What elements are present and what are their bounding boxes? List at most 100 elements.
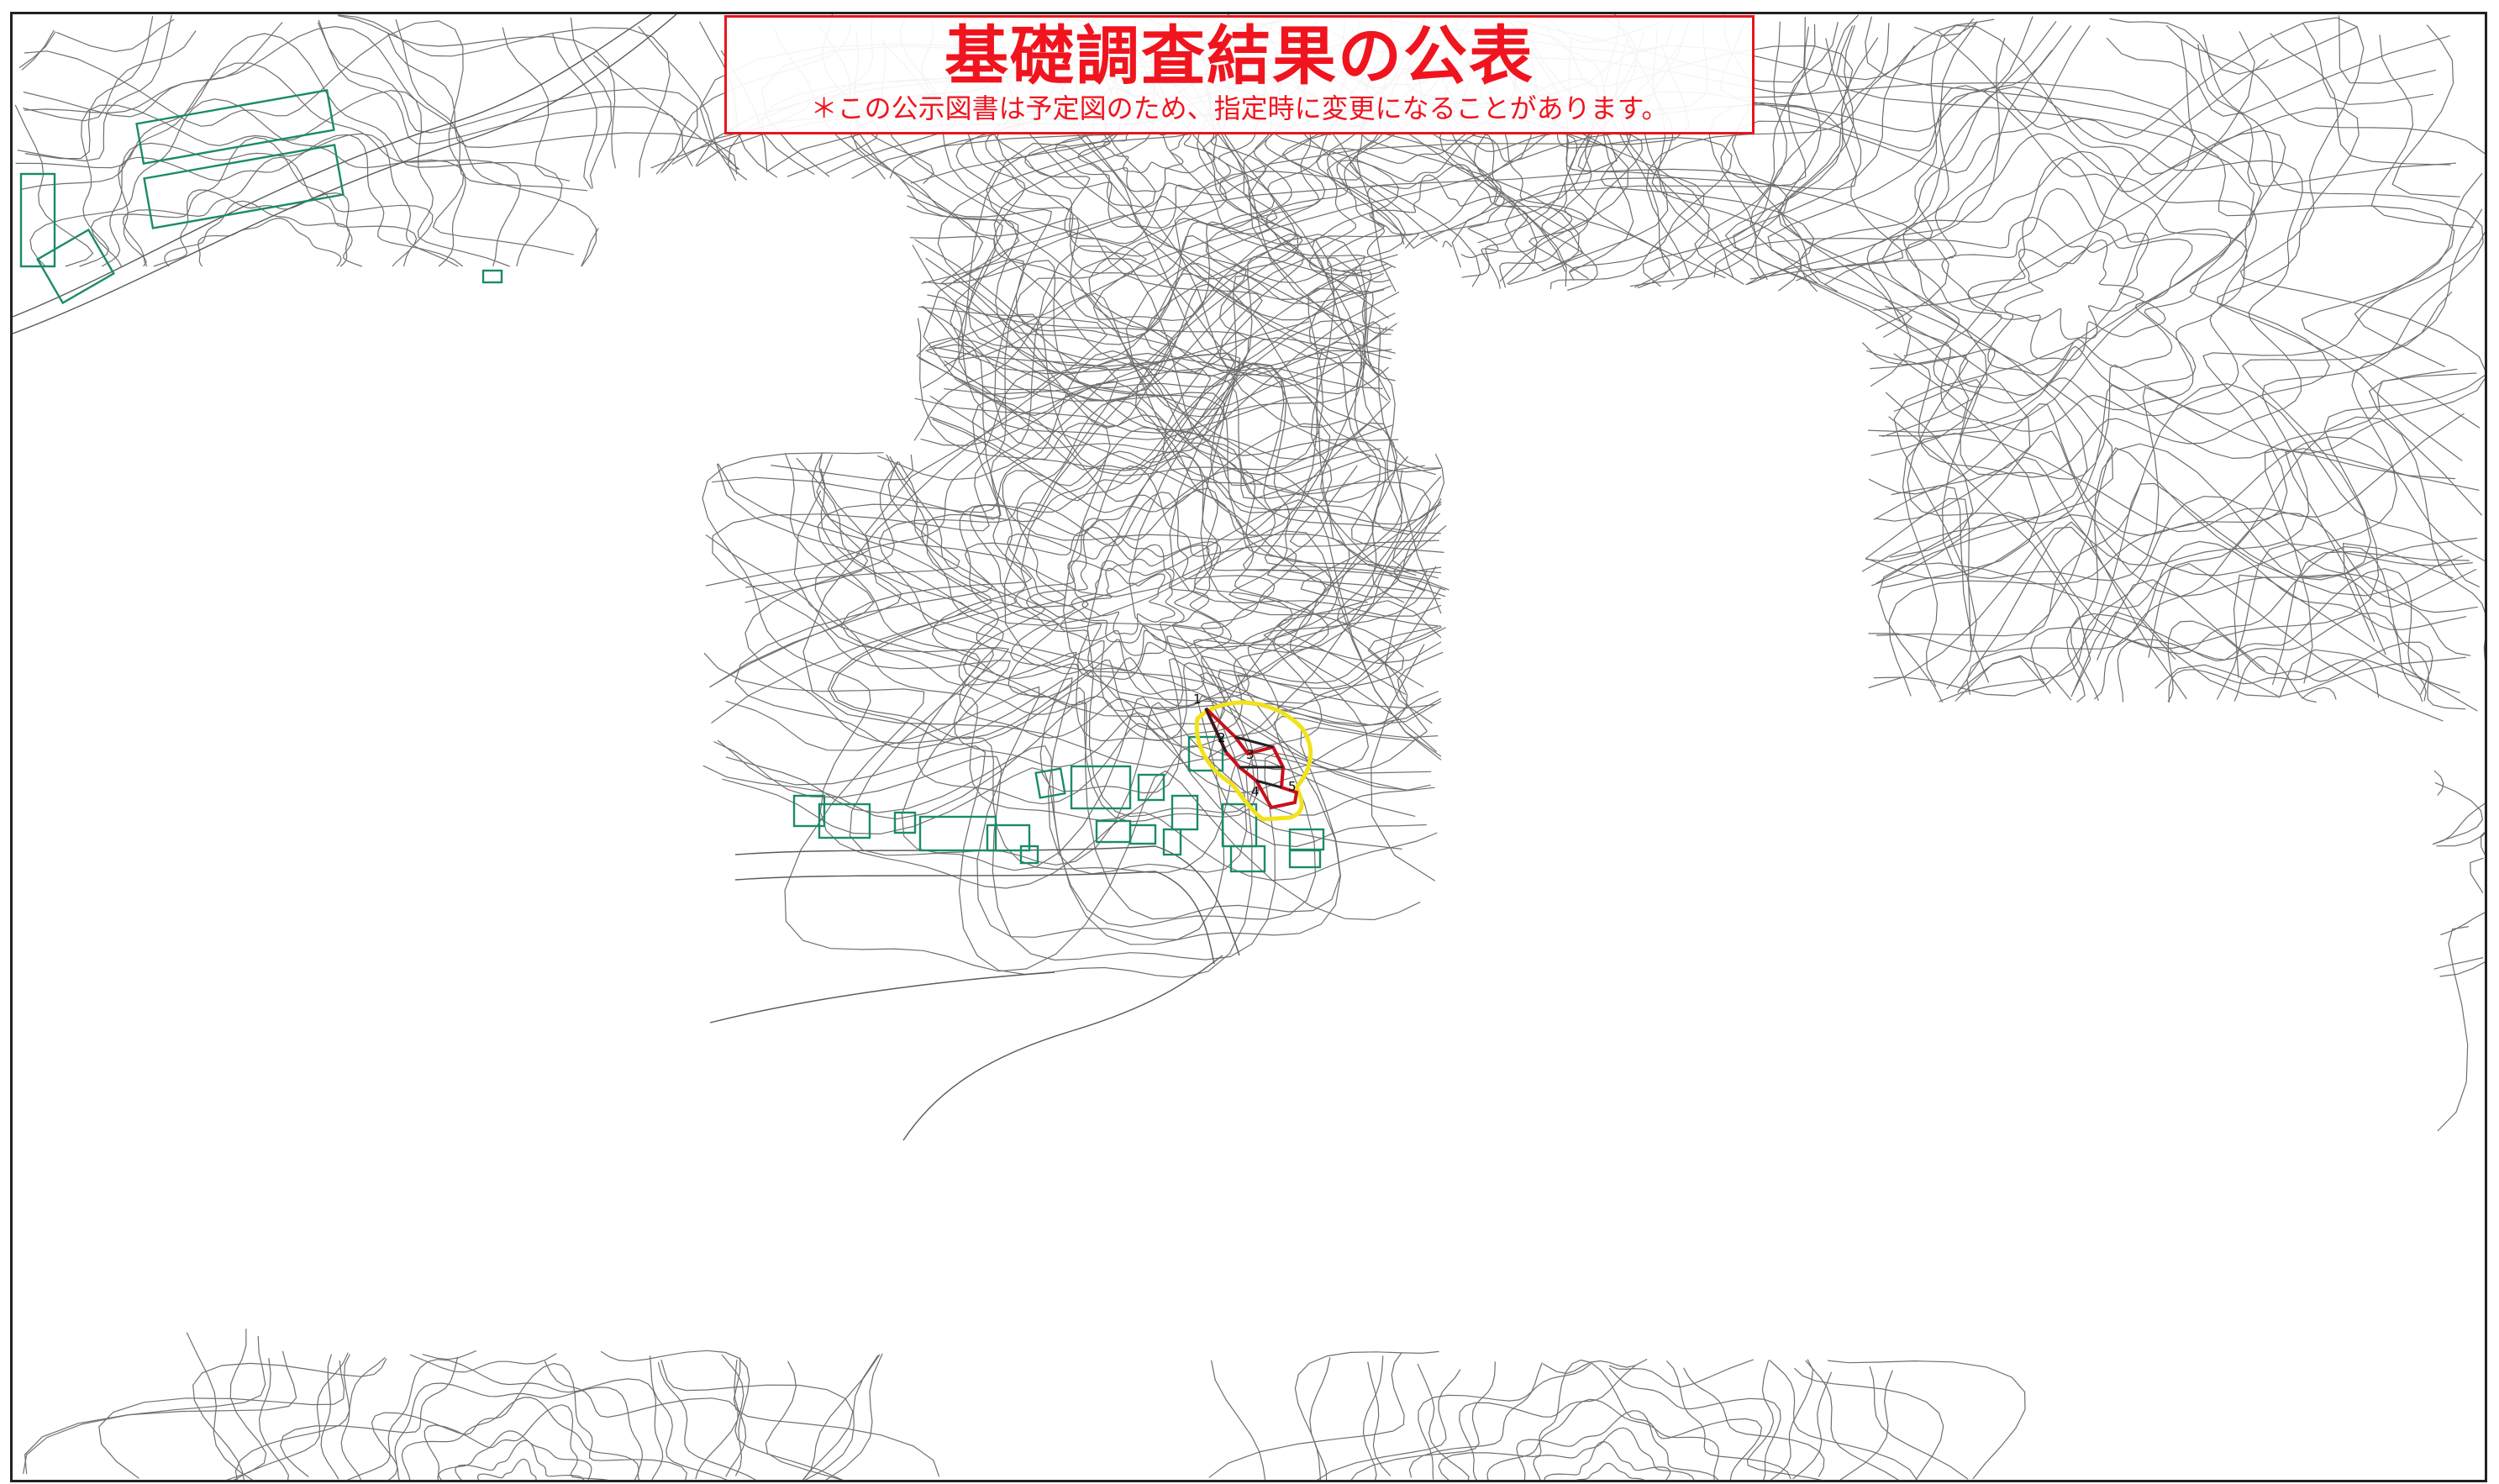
contour-line	[1060, 544, 1210, 656]
contour-line	[1713, 24, 2360, 292]
contour-line	[371, 1362, 688, 1480]
contour-line	[944, 319, 1415, 592]
contour-line	[840, 398, 1405, 794]
contour-line	[23, 22, 283, 118]
contour-line	[21, 29, 55, 71]
building-outline	[1162, 828, 1182, 856]
contour-line	[1937, 17, 2365, 292]
contour-line	[101, 133, 459, 267]
contour-line	[1888, 436, 2485, 697]
contour-line	[2070, 611, 2176, 697]
contour-line	[1102, 120, 1185, 174]
contour-line	[802, 1354, 881, 1480]
contour-line	[1211, 1360, 1266, 1480]
contour-line	[1309, 1357, 1331, 1480]
topographic-map: 1 2 3 4 5	[13, 14, 2485, 1480]
contour-line	[1092, 27, 1442, 469]
contour-line	[1394, 148, 1580, 286]
contour-line	[2440, 912, 2485, 935]
contour-line	[725, 715, 1439, 928]
road-line	[734, 845, 1240, 956]
contour-line	[2439, 961, 2485, 977]
contour-line	[1885, 392, 1974, 558]
contour-line	[1413, 148, 1499, 250]
contour-line	[1828, 1360, 2026, 1480]
contour-line	[1746, 1360, 1823, 1480]
point-label-3: 3	[1246, 747, 1255, 762]
contour-line	[234, 1356, 386, 1480]
contour-line	[920, 381, 1381, 476]
contour-line	[1125, 44, 1532, 597]
contour-line	[1367, 626, 1439, 688]
contour-line	[2264, 448, 2456, 684]
contour-line	[29, 98, 466, 267]
contour-line	[1420, 148, 1592, 239]
contour-line	[544, 1360, 739, 1480]
contour-line	[18, 31, 56, 69]
contour-line	[2432, 803, 2485, 845]
contour-line	[395, 19, 588, 192]
contour-line	[2354, 291, 2446, 367]
contour-line	[551, 32, 597, 189]
contour-line	[725, 686, 1431, 940]
contour-line	[1081, 567, 1176, 635]
contour-line	[1868, 526, 2466, 697]
contour-line	[802, 306, 1442, 769]
contour-line	[2301, 687, 2337, 700]
contour-line	[14, 104, 94, 267]
contour-line	[1362, 1355, 1384, 1480]
contour-line	[2097, 579, 2265, 671]
contour-line	[1939, 496, 2478, 703]
contour-line	[1865, 497, 1971, 647]
contour-line	[650, 1355, 729, 1480]
contour-line	[1878, 224, 2250, 437]
contour-line	[1418, 1363, 1591, 1480]
contour-line	[1888, 416, 2091, 694]
road-line	[734, 871, 1215, 965]
building-outline	[19, 172, 56, 268]
contour-line	[1893, 291, 2485, 581]
contour-line	[918, 234, 1410, 535]
point-label-2: 2	[1218, 730, 1226, 745]
contour-line	[340, 1354, 362, 1480]
building-outline	[1171, 794, 1199, 831]
contour-line	[2433, 770, 2444, 796]
contour-line	[745, 460, 960, 588]
building-outline	[792, 794, 826, 828]
contour-line	[711, 457, 971, 724]
contour-line	[923, 24, 1618, 600]
contour-line	[716, 463, 1442, 760]
contour-line	[2302, 23, 2433, 105]
building-outline	[818, 803, 871, 839]
point-label-1: 1	[1193, 692, 1202, 707]
contour-line	[1541, 224, 1598, 292]
contour-line	[933, 346, 1442, 704]
contour-line	[164, 200, 350, 267]
contour-line	[2339, 15, 2437, 84]
contour-line	[1460, 224, 1499, 259]
contour-line	[1868, 447, 2478, 652]
contour-line	[1915, 37, 2006, 225]
contour-line	[2480, 832, 2485, 855]
contour-line	[422, 1350, 477, 1360]
contour-line	[1792, 1371, 1833, 1480]
contour-line	[705, 534, 1427, 871]
contour-line	[387, 1382, 643, 1480]
contour-line	[1881, 353, 2040, 589]
contour-line	[771, 454, 914, 481]
contour-line	[401, 1397, 639, 1480]
contour-line	[638, 26, 748, 181]
contour-line	[24, 20, 574, 255]
contour-line	[1770, 1359, 1814, 1480]
contour-line	[1732, 25, 2091, 292]
contour-line	[929, 287, 1367, 476]
road-line	[13, 14, 652, 318]
contour-line	[2233, 655, 2317, 703]
contour-line	[964, 465, 1297, 708]
contour-line	[1300, 470, 1403, 603]
contour-line	[703, 652, 1421, 972]
contour-line	[600, 1350, 750, 1476]
contour-line	[2342, 543, 2454, 642]
contour-line	[1612, 148, 1710, 288]
contour-line	[1966, 512, 2471, 695]
